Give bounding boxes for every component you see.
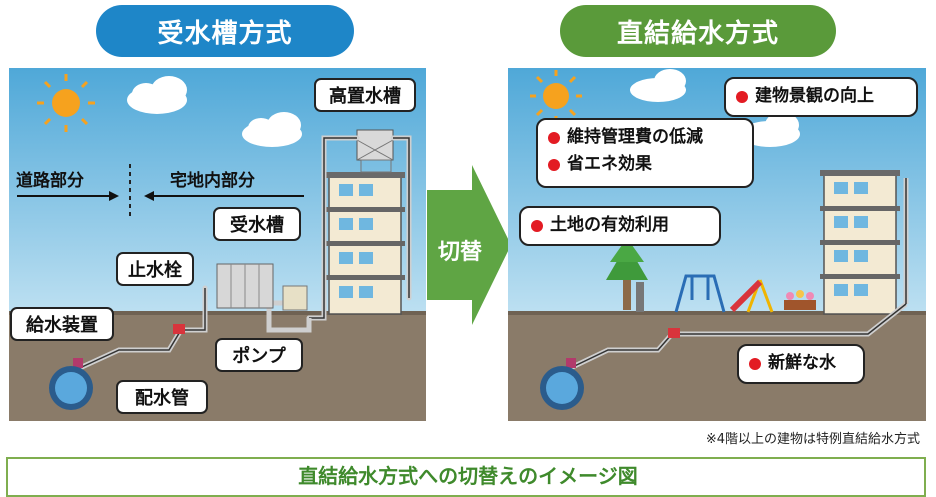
bullet-icon [548,158,560,171]
stop-valve-label: 止水栓 [116,252,194,286]
left-title: 受水槽方式 [96,5,354,57]
flowerbed-icon [784,290,816,310]
cloud-icon [127,76,302,147]
pump-label: ポンプ [215,338,303,372]
elevated-tank-label: 高置水槽 [314,78,416,112]
swing-icon [674,274,726,313]
slide-icon [729,279,774,313]
bubble-text: 新鮮な水 [768,353,836,373]
bullet-icon [531,219,543,232]
supply-device-label: 給水装置 [10,307,114,341]
caption: 直結給水方式への切替えのイメージ図 [298,464,638,488]
receiving-tank-label: 受水槽 [213,207,301,241]
sun-icon [37,74,95,132]
bullet-icon [736,90,748,103]
bubble-maintenance-energy: 維持管理費の低減 省エネ効果 [536,118,754,188]
bubble-text: 維持管理費の低減 [567,127,703,147]
site-label: 宅地内部分 [170,171,255,191]
footnote: ※4階以上の建物は特例直結給水方式 [705,432,920,447]
bubble-text: 建物景観の向上 [755,86,874,106]
tree-icon [606,238,648,312]
bubble-fresh-water: 新鮮な水 [737,344,865,384]
bubble-text: 省エネ効果 [567,154,652,174]
switch-arrow [427,165,511,325]
bubble-landscape: 建物景観の向上 [724,77,918,117]
bubble-land-use: 土地の有効利用 [519,206,721,246]
bullet-icon [749,357,761,370]
switch-label: 切替 [437,240,482,265]
bullet-icon [548,131,560,144]
bubble-text: 土地の有効利用 [550,215,669,235]
cloud-icon [630,69,800,147]
sun-icon [530,70,582,122]
right-title: 直結給水方式 [560,5,836,57]
road-label: 道路部分 [16,171,84,191]
main-pipe-label: 配水管 [116,380,208,414]
